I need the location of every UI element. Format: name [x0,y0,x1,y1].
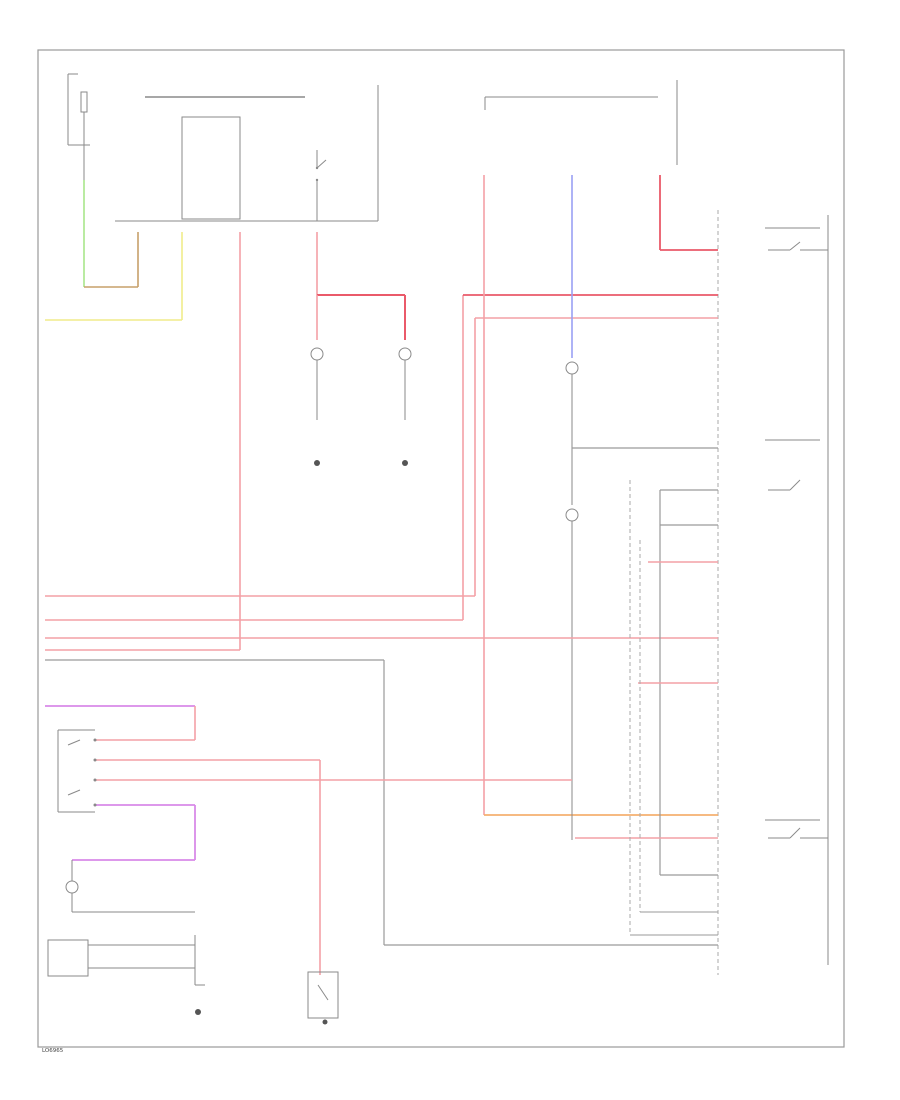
indicator-lamp [65,860,195,913]
power-source-block [67,73,90,180]
lamp-right [398,347,412,420]
footer-code: LO6965 [42,1048,64,1054]
ground-bottom-left [195,1009,201,1015]
right-switches [765,227,828,839]
lamp-left [310,347,324,420]
lamp-center [565,361,579,840]
combination-switch [57,729,97,813]
bottom-left-module [47,935,205,986]
relay-switch [315,150,327,221]
bottom-switch [307,971,339,1025]
junction-box [181,116,241,220]
ground-right [402,460,408,466]
ground-left [314,460,320,466]
diagram-frame [37,49,845,1048]
